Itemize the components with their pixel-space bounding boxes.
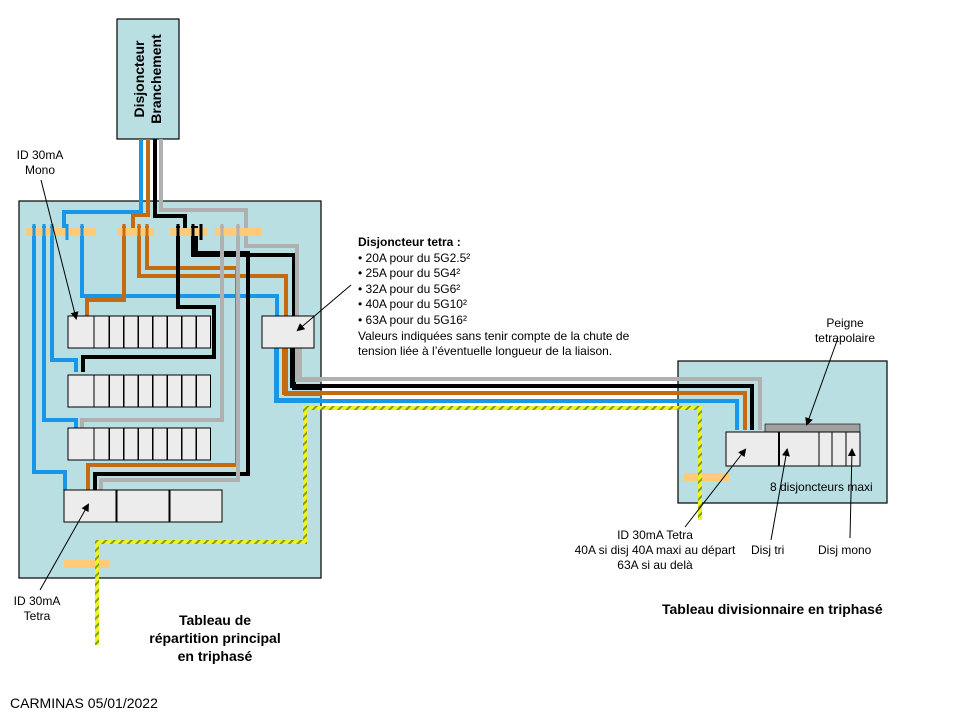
module-row-3-id-module[interactable]	[67, 427, 95, 461]
feeder-wire-brown	[282, 345, 747, 430]
arrow-sub-id-tetra	[684, 448, 747, 528]
label-disj-tri: Disj tri	[751, 543, 785, 557]
arrow-id-mono	[40, 179, 79, 320]
module-row-2-breaker[interactable]	[93, 374, 110, 408]
wire-black-1	[81, 226, 216, 372]
wire-brown-1	[85, 226, 126, 316]
wire-blue-1	[32, 226, 67, 490]
module-row-2-breaker[interactable]	[196, 374, 211, 408]
breaker-note-item: • 32A pour du 5G6²	[358, 281, 461, 296]
label-capacity: 8 disjoncteurs maxi	[770, 480, 873, 494]
busbar-earth-main	[64, 560, 110, 568]
breaker-note-item: • 63A pour du 5G16²	[358, 312, 467, 327]
label-id-mono: ID 30mA Mono	[16, 148, 64, 177]
module-row-3-breaker[interactable]	[167, 427, 182, 461]
module-row-2-breaker[interactable]	[138, 374, 153, 408]
breaker-note-footnote: tension liée à l’éventuelle longueur de …	[358, 344, 613, 359]
module-row-1-breaker[interactable]	[196, 315, 211, 349]
breaker-note-heading: Disjoncteur tetra :	[358, 235, 461, 249]
main-bottom-module[interactable]	[169, 489, 223, 523]
sub-disj-mono-module[interactable]	[831, 431, 847, 467]
module-row-3-breaker[interactable]	[138, 427, 153, 461]
arrow-disj-mono	[847, 448, 856, 539]
wire-blue-3	[50, 226, 78, 372]
footer-credit: CARMINAS 05/01/2022	[10, 695, 158, 711]
arrow-disj-tri	[770, 448, 790, 541]
module-row-3-breaker[interactable]	[181, 427, 197, 461]
module-row-2-breaker[interactable]	[152, 374, 168, 408]
wire-black-3	[93, 226, 250, 490]
label-comb: Peigne tetrapolaire	[814, 316, 876, 345]
sub-disj-mono-module[interactable]	[818, 431, 833, 467]
busbar-phase-2	[170, 228, 207, 236]
arrow-id-tetra-main	[39, 503, 89, 591]
wire-grey-1	[80, 226, 224, 430]
module-row-2-id-module[interactable]	[67, 374, 95, 408]
feeder-wire-grey	[298, 345, 762, 430]
label-id-tetra-main: ID 30mA Tetra	[13, 594, 61, 623]
supply-wire-black	[153, 139, 187, 232]
main-tetra-breaker[interactable]	[261, 315, 315, 349]
module-row-2-breaker[interactable]	[123, 374, 139, 408]
module-row-1-breaker[interactable]	[123, 315, 139, 349]
module-row-2-breaker[interactable]	[181, 374, 197, 408]
module-row-1-breaker[interactable]	[181, 315, 197, 349]
module-row-2-breaker[interactable]	[167, 374, 182, 408]
arrow-tetra-breaker	[296, 284, 352, 332]
module-row-3-breaker[interactable]	[152, 427, 168, 461]
module-row-1-breaker[interactable]	[109, 315, 124, 349]
supply-breaker-line2: Branchement	[148, 34, 164, 124]
sub-disj-mono-module[interactable]	[845, 431, 861, 467]
module-row-1-breaker[interactable]	[93, 315, 110, 349]
feeder-wire-blue	[274, 345, 739, 430]
breaker-note: Disjoncteur tetra : • 20A pour du 5G2.5²…	[358, 235, 629, 360]
main-id-tetra-module[interactable]	[63, 489, 117, 523]
supply-wire-brown	[131, 139, 150, 232]
main-panel-title: Tableau de répartition principal en trip…	[149, 612, 281, 664]
module-row-1-breaker[interactable]	[152, 315, 168, 349]
busbar-neutral	[26, 228, 96, 236]
busbar-earth-sub	[684, 473, 730, 481]
feeder-wire-black	[290, 345, 754, 430]
breaker-note-footnote: Valeurs indiquées sans tenir compte de l…	[358, 328, 630, 343]
sub-panel-title: Tableau divisionnaire en triphasé	[662, 601, 883, 617]
supply-wire-grey	[159, 139, 248, 232]
wire-grey-2	[99, 226, 240, 490]
module-row-1-breaker[interactable]	[167, 315, 182, 349]
main-bottom-module[interactable]	[116, 489, 170, 523]
breaker-note-item: • 40A pour du 5G10²	[358, 297, 467, 312]
supply-wire-blue	[62, 139, 143, 232]
breaker-note-item: • 25A pour du 5G4²	[358, 266, 461, 281]
breaker-note-item: • 20A pour du 5G2.5²	[358, 250, 471, 265]
label-id-tetra-sub: ID 30mA Tetra 40A si disj 40A maxi au dé…	[574, 528, 736, 572]
sub-id-tetra-module[interactable]	[725, 431, 780, 467]
wire-blue-2	[42, 226, 78, 430]
supply-breaker-box[interactable]	[116, 18, 180, 140]
label-disj-mono: Disj mono	[818, 543, 872, 557]
module-row-1-breaker[interactable]	[138, 315, 153, 349]
busbar-phase-1	[117, 228, 154, 236]
module-row-3-breaker[interactable]	[196, 427, 211, 461]
module-row-3-breaker[interactable]	[123, 427, 139, 461]
supply-breaker-line1: Disjoncteur	[131, 40, 147, 118]
supply-breaker-label: Disjoncteur Branchement	[131, 19, 165, 139]
sub-comb-bar	[764, 423, 861, 433]
module-row-1-id-module[interactable]	[67, 315, 95, 349]
arrow-comb	[805, 337, 839, 426]
module-row-3-breaker[interactable]	[93, 427, 110, 461]
module-row-3-breaker[interactable]	[109, 427, 124, 461]
module-row-2-breaker[interactable]	[109, 374, 124, 408]
